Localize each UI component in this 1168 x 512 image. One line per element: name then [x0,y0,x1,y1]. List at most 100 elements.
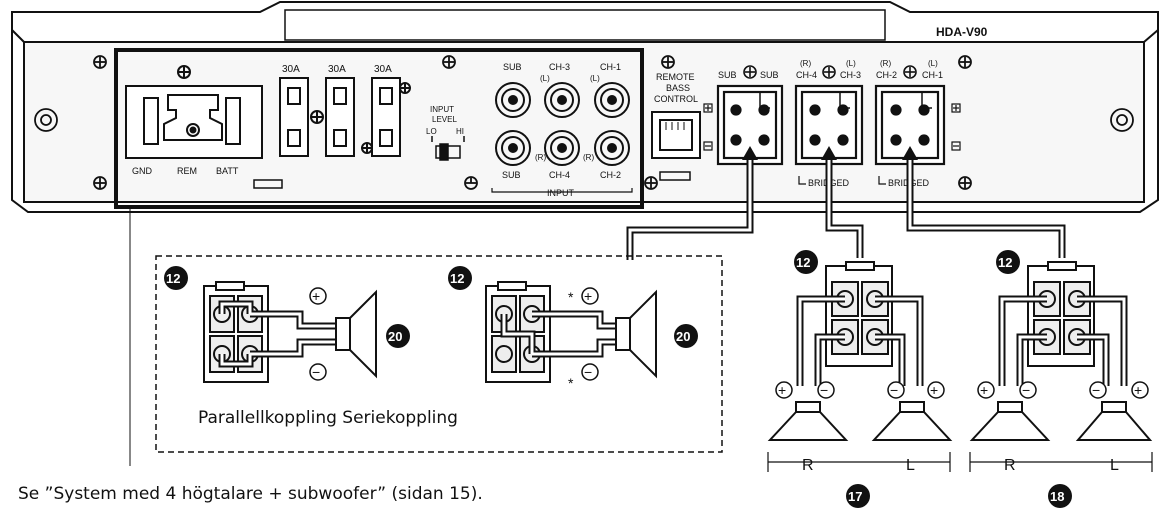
terminal-ch2-r: (R) [880,59,891,68]
input-level-title-1: INPUT [430,105,454,114]
rca-top-label-3: CH-1 [600,62,621,72]
front-pair-connector [825,261,893,367]
callout-connector-series: 12 [450,271,464,286]
rear-speakers [969,401,1153,441]
terminal-screws [743,65,917,79]
plus-symbol: + [312,288,320,304]
fuse-rating-1: 30A [282,64,300,75]
callout-rear-pair: 18 [1050,489,1064,504]
rear-minus-r: − [1022,382,1030,398]
bridged-mark [798,176,886,185]
fuse-block [279,77,411,157]
series-wires-inner [502,312,616,356]
input-level-lo: LO [426,127,437,136]
power-input-section-frame [114,48,644,209]
rear-bracket [969,452,1153,472]
remote-label-3: CONTROL [654,94,698,104]
batt-label: BATT [216,166,239,176]
parallel-wires-inner [220,302,336,366]
rca-top-label-1: SUB [503,62,522,72]
input-level-hi: HI [456,127,464,136]
terminal-ch1: CH-1 [922,70,943,80]
front-minus-r: − [820,382,828,398]
rear-label-l: L [1110,457,1119,474]
terminal-ch2: CH-2 [876,70,897,80]
rca-top-label-2: CH-3 [549,62,570,72]
minus-symbol-series: − [584,364,592,380]
polarity-symbols-parallel [309,287,327,381]
callout-front-connector: 12 [796,255,810,270]
rear-pair-wires-inner [1000,297,1126,386]
minus-symbol: − [312,364,320,380]
terminal-sub-right: SUB [760,70,779,80]
front-speakers [767,401,953,441]
callout-front-connector-badge [794,250,818,274]
remote-bass-port [651,111,701,181]
front-plus-l: + [930,382,938,398]
callout-rear-connector: 12 [998,255,1012,270]
subwoofer-speaker-series [615,289,657,379]
subwoofer-speaker-parallel [335,289,377,379]
mounting-screw [34,55,1134,190]
rca-bottom-label-1: SUB [502,170,521,180]
polarity-marks-amp [703,103,961,151]
callout-front-pair-badge [846,484,870,508]
rca-bottom-sub-3: (R) [583,153,594,162]
terminal-sub-left: SUB [718,70,737,80]
page-reference-caption: Se ”System med 4 högtalare + subwoofer” … [18,484,483,504]
wire-amp-to-front-pair [825,152,864,258]
polarity-symbols-series [581,287,599,381]
rear-plus-r: + [980,382,988,398]
remote-label-2: BASS [666,83,690,93]
rca-input-label: INPUT [547,188,575,198]
fuse-rating-3: 30A [374,64,392,75]
rca-bottom-label-3: CH-2 [600,170,621,180]
rear-plus-l: + [1134,382,1142,398]
series-connector [485,281,551,383]
front-pair-wires-inner [798,297,922,386]
rca-bottom-label-2: CH-4 [549,170,570,180]
rear-minus-l: − [1092,382,1100,398]
callout-front-pair: 17 [848,489,862,504]
callout-rear-connector-badge [996,250,1020,274]
remote-label-1: REMOTE [656,72,695,82]
terminal-ch1-l: (L) [928,59,938,68]
front-minus-l: − [890,382,898,398]
rca-input-jacks [491,82,633,193]
rca-top-sub-2: (L) [540,74,550,83]
wire-amp-to-sub-panel [626,152,754,260]
callout-connector-parallel: 12 [166,271,180,286]
plus-symbol-series: + [584,288,592,304]
terminal-ch3-l: (L) [846,59,856,68]
terminal-ch4-r: (R) [800,59,811,68]
asterisk-top: * [568,289,574,305]
callout-subwoofer-series: 20 [676,329,690,344]
model-name: HDA-V90 [936,25,988,39]
rem-label: REM [177,166,197,176]
terminal-ch4: CH-4 [796,70,817,80]
gnd-label: GND [132,166,153,176]
rca-bottom-sub-2: (R) [535,153,546,162]
callout-subwoofer-parallel: 20 [388,329,402,344]
rca-top-sub-3: (L) [590,74,600,83]
front-plus-r: + [778,382,786,398]
front-polarity-circles [775,381,945,399]
power-terminal-block [125,65,283,189]
rear-pair-connector [1027,261,1095,367]
rear-label-r: R [1004,457,1016,474]
front-label-l: L [906,457,915,474]
input-level-title-2: LEVEL [432,115,457,124]
subwoofer-connection-panel [155,255,723,453]
arrow-heads [742,146,918,160]
front-label-r: R [802,457,814,474]
rear-polarity-circles [977,381,1149,399]
wire-amp-to-rear-pair [906,152,1066,258]
connection-types-label: Parallellkoppling Seriekoppling [198,408,458,428]
input-level-switch [431,136,465,161]
asterisk-bottom: * [568,375,574,391]
front-bracket [767,452,951,472]
terminal-ch3: CH-3 [840,70,861,80]
fuse-rating-2: 30A [328,64,346,75]
callout-badge [164,266,698,348]
